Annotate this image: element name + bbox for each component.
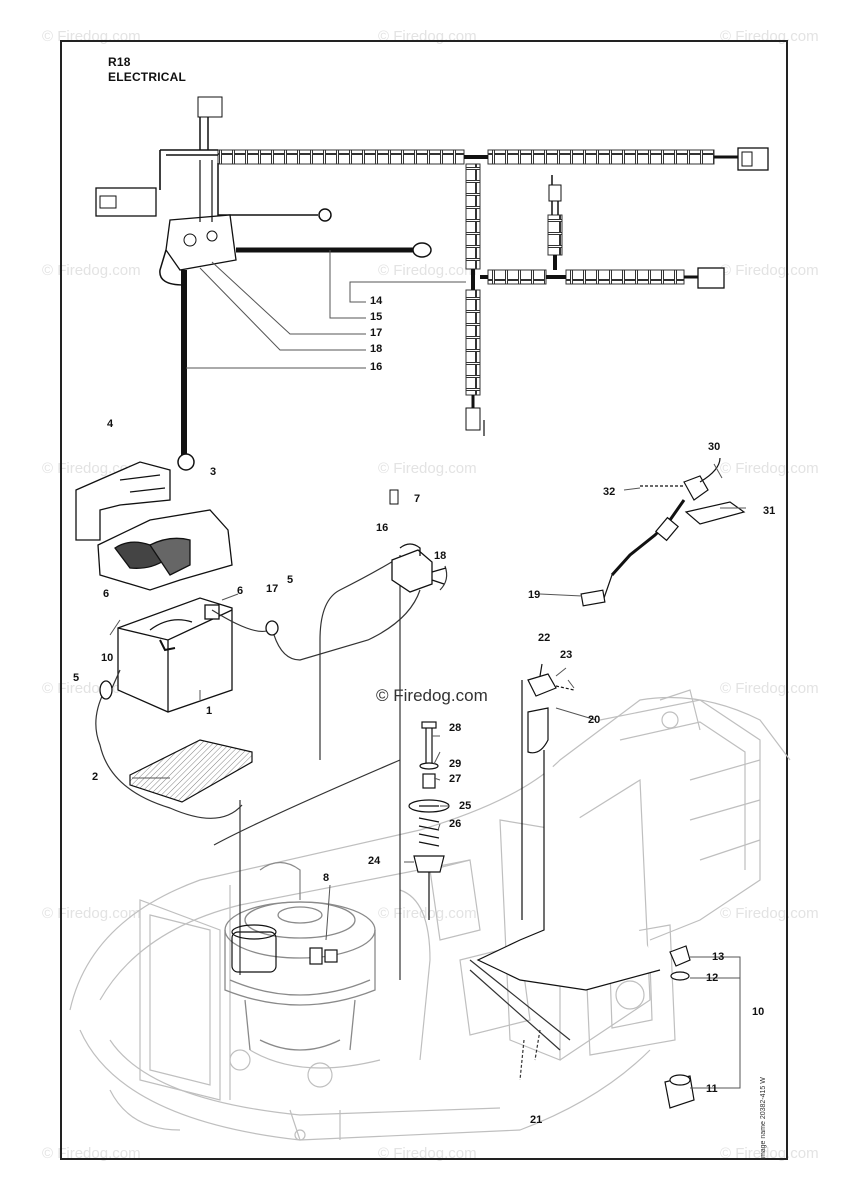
section-title: ELECTRICAL xyxy=(108,70,186,84)
callout-5: 5 xyxy=(287,574,294,586)
callout-20: 20 xyxy=(588,714,601,726)
wire xyxy=(469,959,571,1051)
callout-9: 10 xyxy=(101,652,114,664)
drawing-frame xyxy=(60,40,788,1160)
bracket xyxy=(75,461,171,541)
watermark-tile: © Firedog.com xyxy=(720,262,819,279)
battery-mat xyxy=(129,739,253,803)
watermark-tile: © Firedog.com xyxy=(42,262,141,279)
callout-12: 12 xyxy=(706,972,719,984)
callout-25: 25 xyxy=(459,800,472,812)
callout-7: 7 xyxy=(414,493,421,505)
callout-26: 26 xyxy=(449,818,462,830)
watermark-center: © Firedog.com xyxy=(376,686,488,705)
callout-13: 13 xyxy=(712,951,725,963)
callout-30: 30 xyxy=(708,441,721,453)
callout-10: 10 xyxy=(752,1006,765,1018)
callout-2: 2 xyxy=(92,771,99,783)
watermark-tile: © Firedog.com xyxy=(720,460,819,477)
callout-6: 6 xyxy=(237,585,244,597)
callout-21: 21 xyxy=(530,1114,543,1126)
watermark-tile: © Firedog.com xyxy=(720,905,819,922)
callout-22: 22 xyxy=(538,632,551,644)
callout-15: 15 xyxy=(370,311,383,323)
image-code: Image name 20382-415 W xyxy=(760,1077,767,1160)
callout-31: 31 xyxy=(763,505,776,517)
solenoid xyxy=(391,543,447,593)
callout-18-lower: 18 xyxy=(434,550,447,562)
fuel-filter xyxy=(231,924,338,973)
watermark-tile: © Firedog.com xyxy=(42,680,141,697)
callout-8: 8 xyxy=(323,872,330,884)
callout-29: 29 xyxy=(449,758,462,770)
callout-19: 19 xyxy=(528,589,541,601)
callout-23: 23 xyxy=(560,649,573,661)
leader-lines xyxy=(109,463,746,941)
watermark-tile: © Firedog.com xyxy=(42,1145,141,1162)
leader-lines xyxy=(690,956,741,1089)
leader-lines xyxy=(186,250,466,369)
callout-6-left: 6 xyxy=(103,588,110,600)
shutoff-assembly xyxy=(408,721,450,920)
watermark-tile: © Firedog.com xyxy=(720,680,819,697)
callout-1: 1 xyxy=(206,705,213,717)
callout-18: 18 xyxy=(370,343,383,355)
watermark-tile: © Firedog.com xyxy=(720,1145,819,1162)
seat-switch xyxy=(664,945,695,1109)
callout-11: 11 xyxy=(706,1083,718,1095)
callout-24: 24 xyxy=(368,855,381,867)
switch-assembly xyxy=(476,663,661,991)
engine xyxy=(224,861,376,1051)
callout-16-lower: 16 xyxy=(376,522,389,534)
callout-28: 28 xyxy=(449,722,462,734)
watermark-tile: © Firedog.com xyxy=(378,262,477,279)
callout-32: 32 xyxy=(603,486,616,498)
wire xyxy=(519,1029,541,1081)
watermark-tile: © Firedog.com xyxy=(378,1145,477,1162)
callout-5-left: 5 xyxy=(73,672,80,684)
model-code: R18 xyxy=(108,55,131,69)
ring-terminal xyxy=(265,620,279,636)
wiring-harness xyxy=(95,96,769,471)
callout-27: 27 xyxy=(449,773,462,785)
callout-4: 4 xyxy=(107,418,114,430)
callout-17-lower: 17 xyxy=(266,583,279,595)
callout-17: 17 xyxy=(370,327,383,339)
callout-16: 16 xyxy=(370,361,383,373)
battery xyxy=(117,597,233,713)
watermark-tile: © Firedog.com xyxy=(378,460,477,477)
bolt xyxy=(389,489,399,505)
watermark-tile: © Firedog.com xyxy=(42,905,141,922)
ring-terminal xyxy=(99,680,113,700)
callout-3: 3 xyxy=(210,466,217,478)
callout-14: 14 xyxy=(370,295,383,307)
battery-cables xyxy=(95,555,448,980)
fuel-pump xyxy=(580,457,746,607)
battery-cover xyxy=(97,509,233,591)
watermark-tile: © Firedog.com xyxy=(378,905,477,922)
